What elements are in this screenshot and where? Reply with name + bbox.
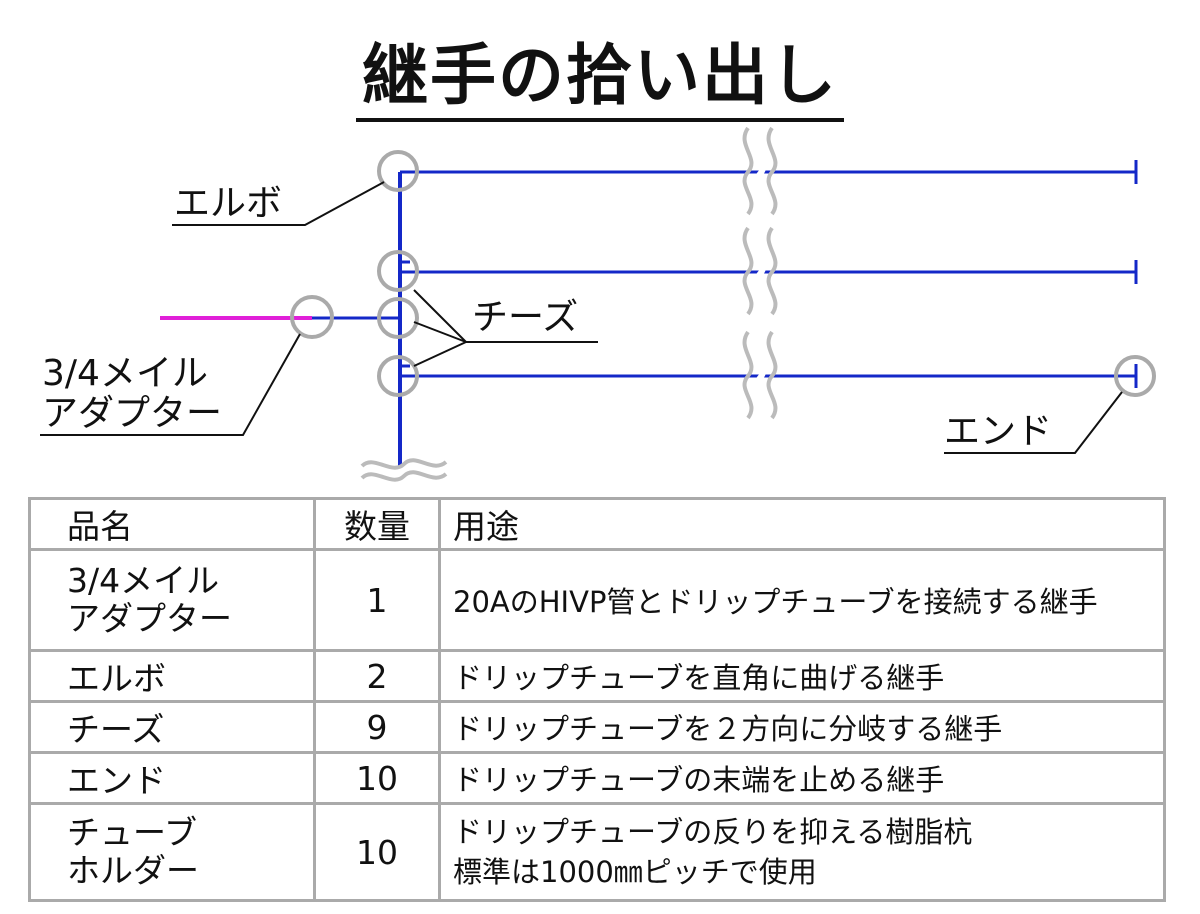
end-leader (944, 391, 1123, 454)
break-mark-3 (742, 330, 778, 420)
end-circle (1114, 355, 1156, 397)
tee-circle-2 (377, 297, 419, 339)
row-qty: 9 (313, 700, 441, 754)
row-use: ドリップチューブの反りを抑える樹脂杭 標準は1000㎜ピッチで使用 (438, 802, 1166, 902)
elbow-label: エルボ (174, 183, 283, 224)
break-mark-1 (742, 126, 778, 216)
row-use: ドリップチューブを直角に曲げる継手 (438, 649, 1166, 703)
header-qty: 数量 (313, 497, 441, 551)
row-qty: 2 (313, 649, 441, 703)
elbow-leader (172, 181, 385, 226)
row-qty: 10 (313, 751, 441, 805)
adapter-label-line1: 3/4メイル (42, 353, 208, 394)
tee-circle-3 (377, 355, 419, 397)
table-row: エンド 10 ドリップチューブの末端を止める継手 (28, 751, 1166, 805)
fittings-table: 品名 数量 用途 3/4メイル アダプター 1 20AのHIVP管とドリップチュ… (28, 497, 1166, 902)
header-use: 用途 (438, 497, 1166, 551)
table-row: 3/4メイル アダプター 1 20AのHIVP管とドリップチューブを接続する継手 (28, 548, 1166, 652)
tee-leader-c (413, 341, 467, 367)
table-row: チューブ ホルダー 10 ドリップチューブの反りを抑える樹脂杭 標準は1000㎜… (28, 802, 1166, 902)
page-title: 継手の拾い出し (0, 22, 1200, 122)
pipe-diagram (40, 126, 1156, 482)
header-name: 品名 (28, 497, 316, 551)
row-name: チーズ (28, 700, 316, 754)
adapter-circle (290, 295, 334, 339)
row-use: 20AのHIVP管とドリップチューブを接続する継手 (438, 548, 1166, 652)
tee-label: チーズ (472, 297, 579, 338)
row-name: エンド (28, 751, 316, 805)
break-mark-vertical (360, 458, 448, 482)
row-name: 3/4メイル アダプター (28, 548, 316, 652)
table-row: エルボ 2 ドリップチューブを直角に曲げる継手 (28, 649, 1166, 703)
end-label: エンド (944, 411, 1053, 452)
row-qty: 1 (313, 548, 441, 652)
table-row: チーズ 9 ドリップチューブを２方向に分岐する継手 (28, 700, 1166, 754)
elbow-circle (377, 150, 419, 192)
row-qty: 10 (313, 802, 441, 902)
row-name: チューブ ホルダー (28, 802, 316, 902)
row-use: ドリップチューブの末端を止める継手 (438, 751, 1166, 805)
row-name: エルボ (28, 649, 316, 703)
table-header-row: 品名 数量 用途 (28, 497, 1166, 551)
tee-leader-b (413, 321, 467, 343)
break-mark-2 (742, 226, 778, 316)
adapter-leader (40, 333, 301, 436)
adapter-label-line2: アダプター (42, 393, 223, 434)
row-use: ドリップチューブを２方向に分岐する継手 (438, 700, 1166, 754)
tee-circle-1 (377, 250, 419, 292)
